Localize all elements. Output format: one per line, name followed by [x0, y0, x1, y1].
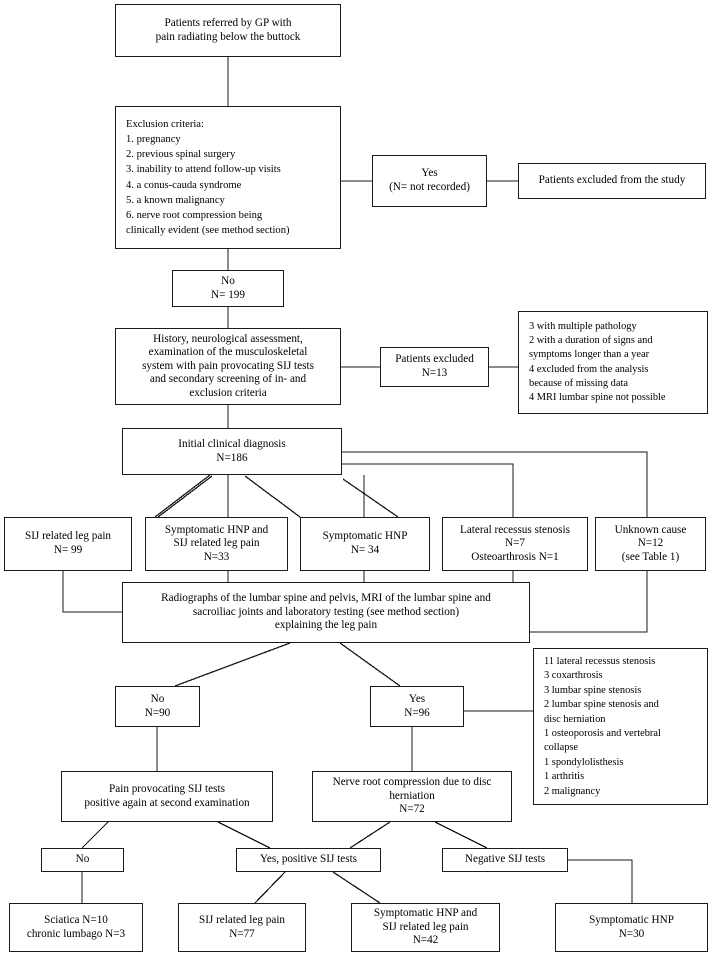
- node-initial-diagnosis: Initial clinical diagnosis N=186: [122, 428, 342, 475]
- edge-unknown-to-radiographs: [530, 571, 648, 633]
- edge-yespositive-to-sij77: [254, 871, 286, 904]
- node-radiographs: Radiographs of the lumbar spine and pelv…: [122, 582, 530, 643]
- node-sciatica-label: Sciatica N=10 chronic lumbago N=3: [26, 913, 126, 940]
- node-symptomatic-hnp-34: Symptomatic HNP N= 34: [300, 517, 430, 571]
- node-unknown-cause: Unknown cause N=12 (see Table 1): [595, 517, 706, 571]
- node-history-assessment: History, neurological assessment, examin…: [115, 328, 341, 405]
- node-nerve-root-compression-label: Nerve root compression due to disc herni…: [332, 776, 492, 816]
- node-nerve-root-compression: Nerve root compression due to disc herni…: [312, 771, 512, 822]
- node-no-small: No: [41, 848, 124, 872]
- node-sij-leg-pain-99-label: SIJ related leg pain N= 99: [24, 530, 112, 556]
- node-yes-96: Yes N=96: [370, 686, 464, 727]
- edge-diagnosis-to-lateral: [342, 463, 514, 517]
- node-lateral-recessus-stenosis: Lateral recessus stenosis N=7 Osteoarthr…: [442, 517, 588, 571]
- node-symptomatic-hnp-sij-42: Symptomatic HNP and SIJ related leg pain…: [351, 903, 500, 952]
- edge-radiographs-to-yes96: [339, 642, 401, 687]
- edge-diagnosis-to-unknown: [342, 451, 648, 517]
- node-pain-provocating-tests: Pain provocating SIJ tests positive agai…: [61, 771, 273, 822]
- edge-diagnosis-left-diagonal: [157, 475, 213, 518]
- node-no-90: No N=90: [115, 686, 200, 727]
- node-radiographs-label: Radiographs of the lumbar spine and pelv…: [161, 592, 491, 632]
- node-symptomatic-hnp-34-label: Symptomatic HNP N= 34: [322, 530, 408, 556]
- node-symptomatic-hnp-sij-33: Symptomatic HNP and SIJ related leg pain…: [145, 517, 288, 571]
- edge-negative-to-hnp30: [568, 859, 633, 903]
- node-referral-label: Patients referred by GP with pain radiat…: [155, 16, 301, 43]
- edge-diagnosis-to-hnp34-diag: [342, 478, 399, 518]
- node-symptomatic-hnp-sij-42-label: Symptomatic HNP and SIJ related leg pain…: [373, 907, 478, 947]
- edge-paintests-to-no: [81, 821, 109, 849]
- node-no-small-label: No: [75, 853, 90, 866]
- node-yes-positive-sij: Yes, positive SIJ tests: [236, 848, 381, 872]
- node-sij-leg-pain-77-label: SIJ related leg pain N=77: [198, 913, 286, 940]
- edge-diagnosis-right-diagonal: [244, 475, 301, 518]
- edge-sij99-to-radiographs: [62, 571, 122, 613]
- node-yes-positive-sij-label: Yes, positive SIJ tests: [259, 853, 358, 866]
- node-sij-leg-pain-77: SIJ related leg pain N=77: [178, 903, 306, 952]
- edge-nerveroot-to-yes-positive: [349, 821, 391, 849]
- node-patients-excluded-13-label: Patients excluded N=13: [395, 353, 474, 379]
- node-exclusion-reasons: 3 with multiple pathology 2 with a durat…: [518, 311, 708, 414]
- node-negative-sij: Negative SIJ tests: [442, 848, 568, 872]
- node-pathology-list-label: 11 lateral recessus stenosis 3 coxarthro…: [544, 656, 661, 797]
- node-exclusion-reasons-label: 3 with multiple pathology 2 with a durat…: [529, 320, 666, 403]
- node-patients-excluded-13: Patients excluded N=13: [380, 347, 489, 387]
- edge-radiographs-to-no90: [174, 642, 291, 687]
- node-no-199: No N= 199: [172, 270, 284, 307]
- node-pain-provocating-tests-label: Pain provocating SIJ tests positive agai…: [84, 782, 250, 809]
- node-referral: Patients referred by GP with pain radiat…: [115, 4, 341, 57]
- node-exclusion-criteria: Exclusion criteria: 1. pregnancy 2. prev…: [115, 106, 341, 249]
- node-yes-excluded: Yes (N= not recorded): [372, 155, 487, 207]
- edge-paintests-to-yes-positive: [217, 821, 271, 849]
- node-exclusion-criteria-label: Exclusion criteria: 1. pregnancy 2. prev…: [126, 118, 290, 237]
- node-sij-leg-pain-99: SIJ related leg pain N= 99: [4, 517, 132, 571]
- node-history-assessment-label: History, neurological assessment, examin…: [142, 332, 314, 399]
- edge-diagnosis-to-sij99: [154, 474, 211, 518]
- node-negative-sij-label: Negative SIJ tests: [464, 853, 546, 866]
- node-initial-diagnosis-label: Initial clinical diagnosis N=186: [178, 437, 286, 464]
- node-symptomatic-hnp-sij-33-label: Symptomatic HNP and SIJ related leg pain…: [164, 523, 269, 563]
- edge-yespositive-to-hnpsij42: [332, 871, 381, 904]
- node-lateral-recessus-stenosis-label: Lateral recessus stenosis N=7 Osteoarthr…: [460, 523, 570, 563]
- edge-nerveroot-to-negative: [434, 821, 488, 849]
- node-sciatica: Sciatica N=10 chronic lumbago N=3: [9, 903, 143, 952]
- node-yes-96-label: Yes N=96: [404, 692, 430, 719]
- node-patients-excluded-study: Patients excluded from the study: [518, 163, 706, 199]
- node-unknown-cause-label: Unknown cause N=12 (see Table 1): [614, 523, 687, 563]
- node-symptomatic-hnp-30-label: Symptomatic HNP N=30: [589, 913, 674, 940]
- node-no-90-label: No N=90: [144, 692, 171, 719]
- node-yes-excluded-label: Yes (N= not recorded): [389, 167, 470, 193]
- node-pathology-list: 11 lateral recessus stenosis 3 coxarthro…: [533, 648, 708, 805]
- node-no-199-label: No N= 199: [211, 274, 245, 301]
- node-patients-excluded-study-label: Patients excluded from the study: [538, 174, 686, 187]
- node-symptomatic-hnp-30: Symptomatic HNP N=30: [555, 903, 708, 952]
